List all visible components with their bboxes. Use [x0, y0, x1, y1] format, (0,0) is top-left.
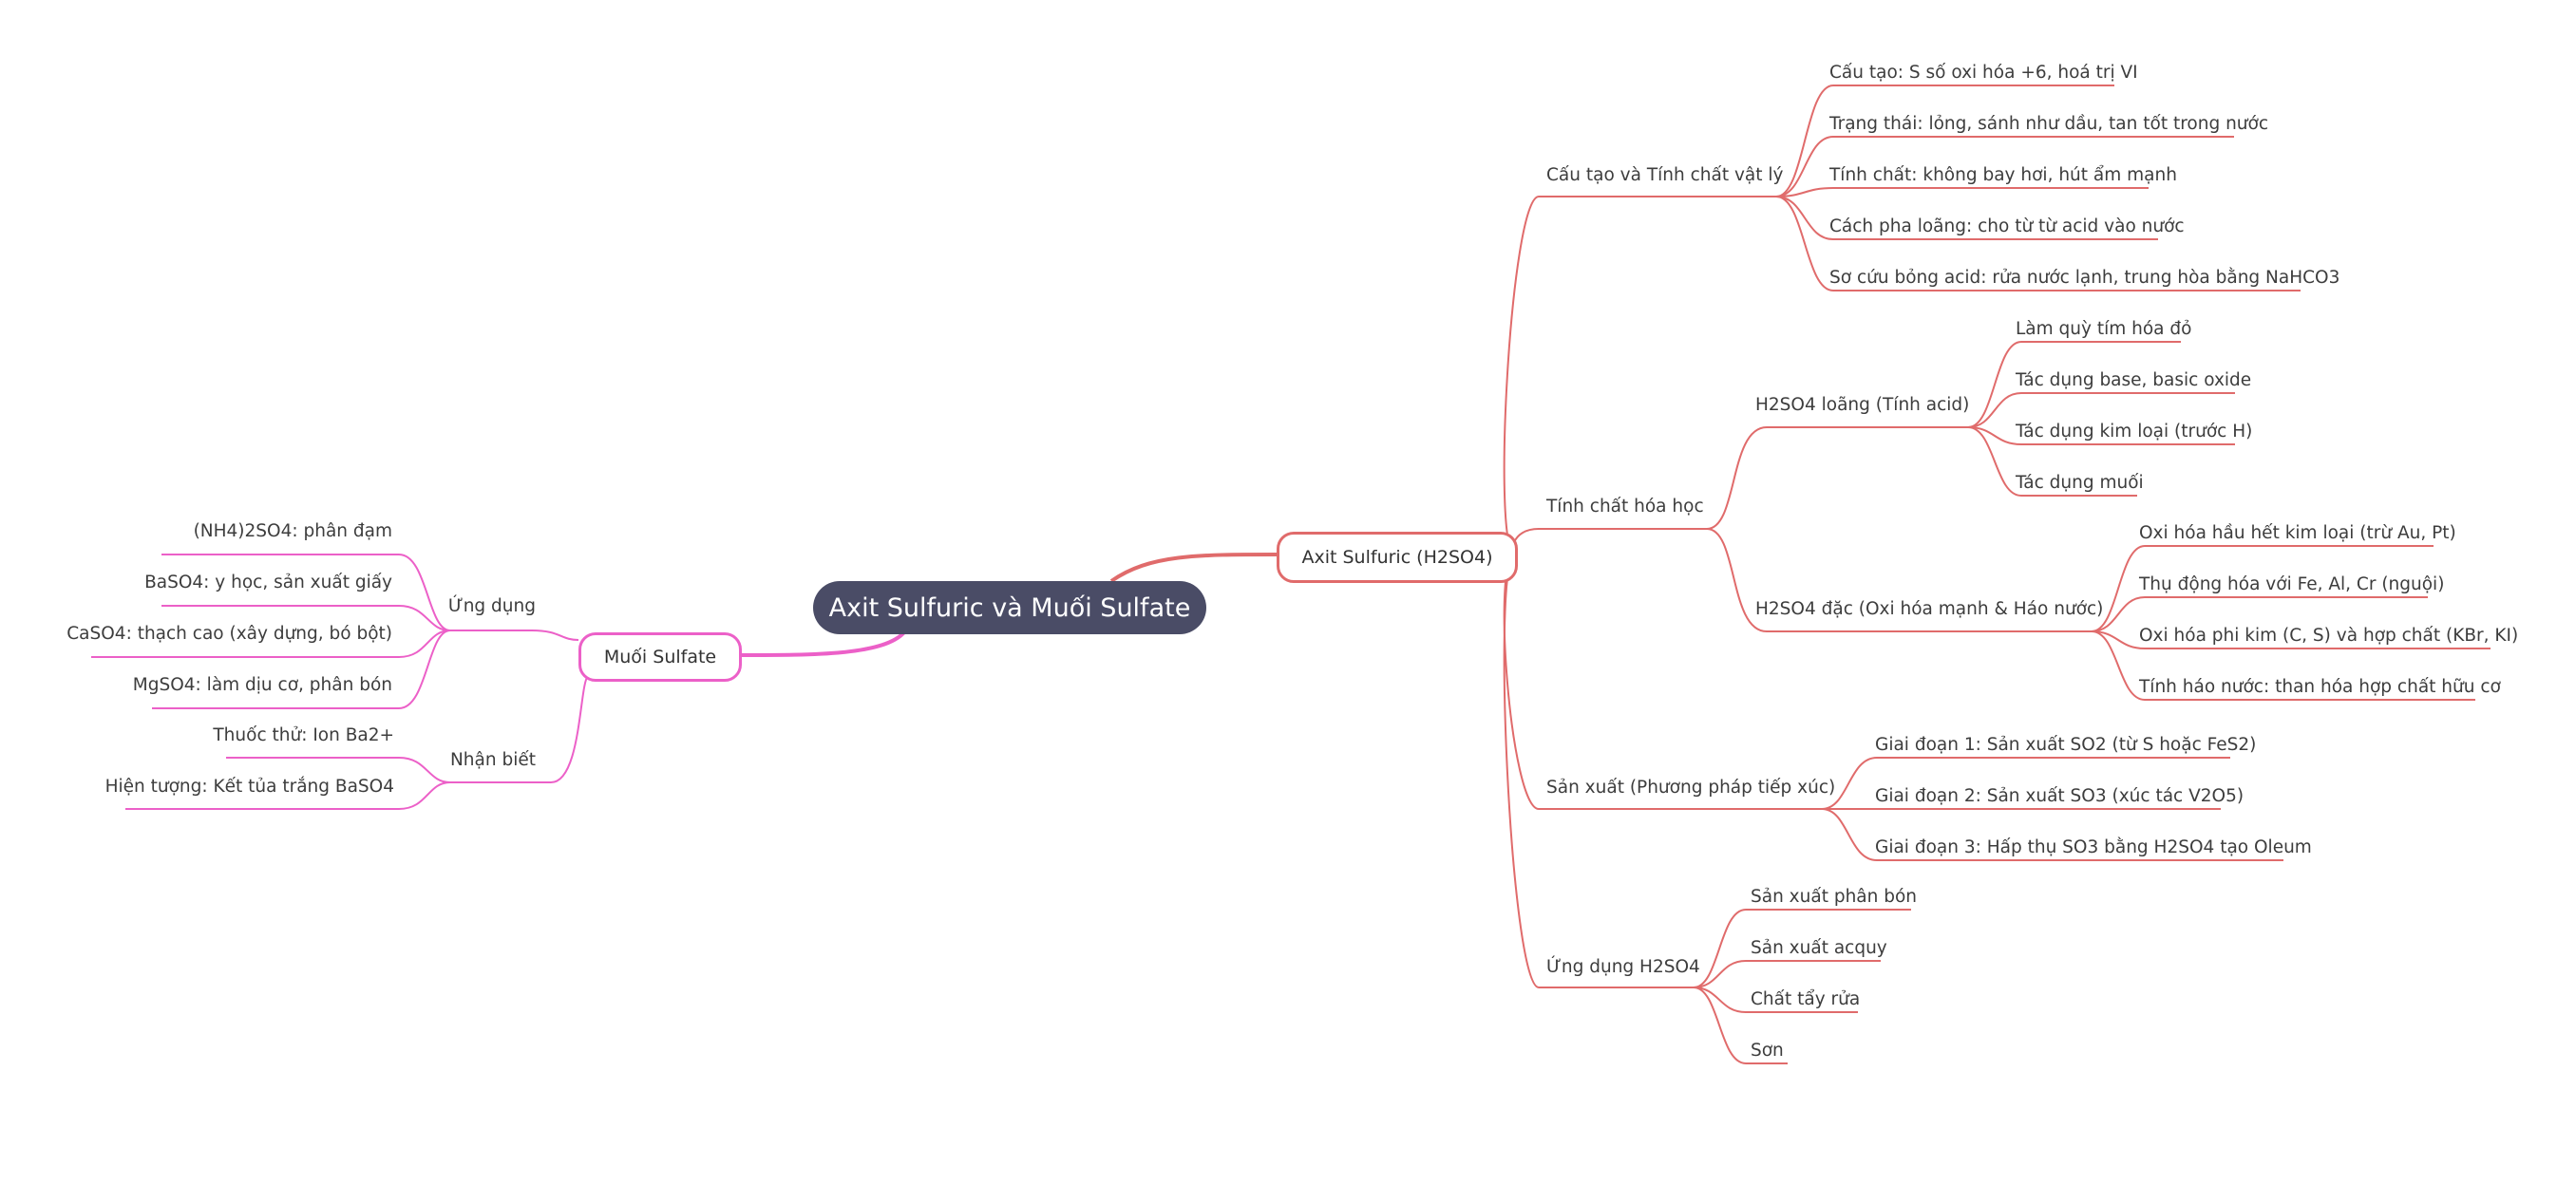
main-topic-muoi-sulfate[interactable]: Muối Sulfate [578, 632, 742, 682]
subtopic[interactable]: Sơ cứu bỏng acid: rửa nước lạnh, trung h… [1829, 268, 2340, 288]
subtopic[interactable]: Cấu tạo: S số oxi hóa +6, hoá trị VI [1829, 63, 2138, 83]
topic-tinh-chat-hoa-hoc[interactable]: Tính chất hóa học [1546, 497, 1704, 517]
subtopic[interactable]: Giai đoạn 3: Hấp thụ SO3 bằng H2SO4 tạo … [1875, 837, 2312, 857]
subtopic[interactable]: Tác dụng base, basic oxide [2016, 370, 2252, 390]
topic-h2so4-loang[interactable]: H2SO4 loãng (Tính acid) [1755, 395, 1970, 415]
topic-cau-tao[interactable]: Cấu tạo và Tính chất vật lý [1546, 165, 1784, 185]
subtopic[interactable]: Tác dụng muối [2016, 473, 2144, 493]
subtopic[interactable]: Chất tẩy rửa [1751, 989, 1861, 1009]
subtopic[interactable]: Sản xuất phân bón [1751, 887, 1918, 907]
subtopic[interactable]: Tính chất: không bay hơi, hút ẩm mạnh [1829, 165, 2177, 185]
topic-nhan-biet[interactable]: Nhận biết [449, 750, 536, 770]
subtopic[interactable]: Oxi hóa hầu hết kim loại (trừ Au, Pt) [2139, 523, 2456, 543]
subtopic[interactable]: Oxi hóa phi kim (C, S) và hợp chất (KBr,… [2139, 626, 2519, 646]
subtopic[interactable]: Giai đoạn 1: Sản xuất SO2 (từ S hoặc FeS… [1875, 735, 2257, 755]
subtopic[interactable]: Sơn [1751, 1041, 1784, 1061]
topic-ung-dung[interactable]: Ứng dụng [447, 596, 536, 616]
subtopic[interactable]: CaSO4: thạch cao (xây dựng, bó bột) [66, 624, 392, 644]
subtopic[interactable]: Thụ động hóa với Fe, Al, Cr (nguội) [2139, 574, 2445, 594]
subtopic[interactable]: BaSO4: y học, sản xuất giấy [144, 573, 392, 592]
subtopic[interactable]: Tính háo nước: than hóa hợp chất hữu cơ [2139, 677, 2501, 697]
subtopic[interactable]: Giai đoạn 2: Sản xuất SO3 (xúc tác V2O5) [1875, 786, 2245, 806]
root-node[interactable]: Axit Sulfuric và Muối Sulfate [813, 581, 1206, 634]
subtopic[interactable]: Thuốc thử: Ion Ba2+ [213, 725, 394, 745]
subtopic[interactable]: (NH4)2SO4: phân đạm [193, 521, 392, 541]
subtopic[interactable]: Tác dụng kim loại (trước H) [2016, 422, 2253, 442]
subtopic[interactable]: MgSO4: làm dịu cơ, phân bón [132, 675, 392, 695]
subtopic[interactable]: Hiện tượng: Kết tủa trắng BaSO4 [104, 777, 394, 797]
subtopic[interactable]: Trạng thái: lỏng, sánh như dầu, tan tốt … [1829, 114, 2269, 134]
subtopic[interactable]: Cách pha loãng: cho từ từ acid vào nước [1829, 216, 2185, 236]
topic-ung-dung-h2so4[interactable]: Ứng dụng H2SO4 [1546, 957, 1700, 977]
main-topic-axit-sulfuric[interactable]: Axit Sulfuric (H2SO4) [1277, 532, 1518, 583]
subtopic[interactable]: Làm quỳ tím hóa đỏ [2016, 319, 2192, 339]
topic-h2so4-dac[interactable]: H2SO4 đặc (Oxi hóa mạnh & Háo nước) [1755, 599, 2104, 619]
subtopic[interactable]: Sản xuất acquy [1751, 938, 1887, 958]
topic-san-xuat[interactable]: Sản xuất (Phương pháp tiếp xúc) [1546, 778, 1836, 798]
